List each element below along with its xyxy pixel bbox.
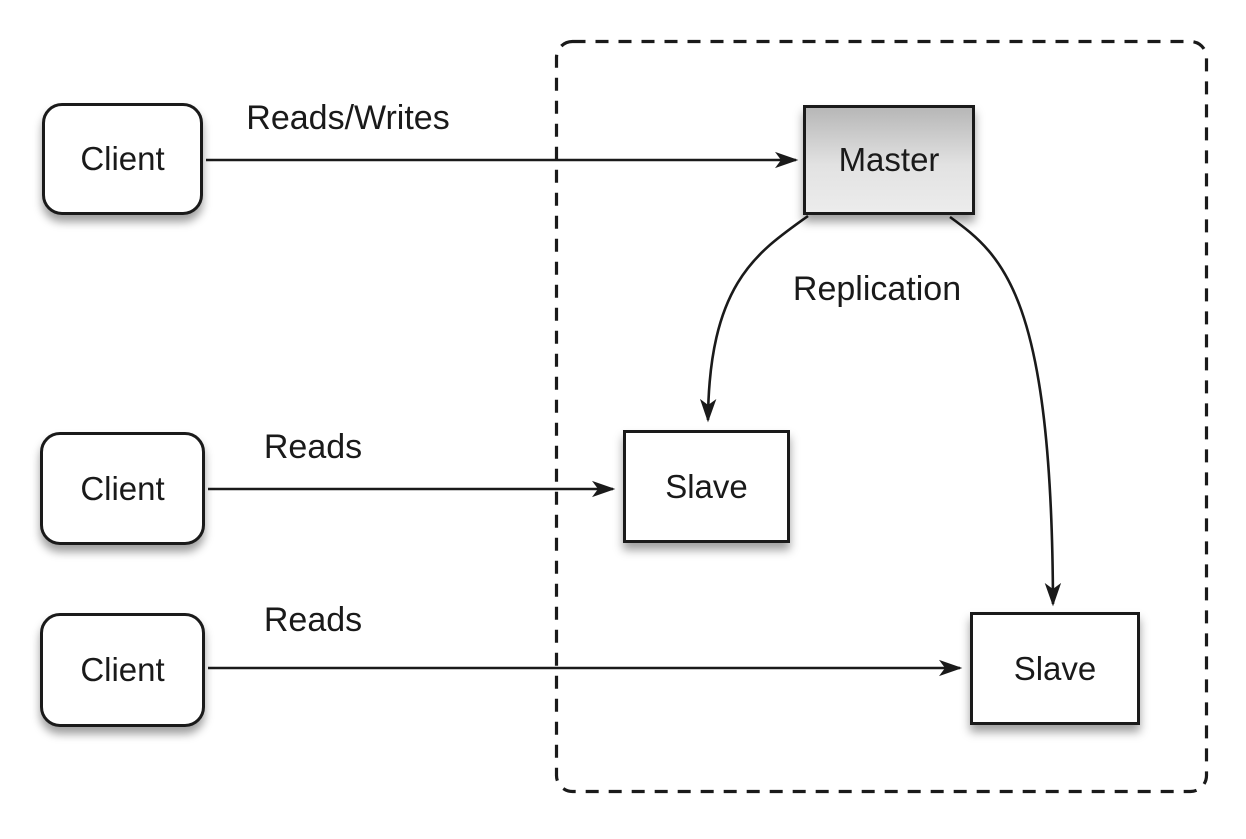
client-node-1-label: Client xyxy=(80,140,165,177)
client-node-2-label: Client xyxy=(80,469,165,507)
reads-label-bottom: Reads xyxy=(263,601,363,639)
replication-arrow-right xyxy=(949,215,1062,607)
slave-node-1-label: Slave xyxy=(665,467,748,505)
master-node: Master xyxy=(803,105,975,215)
client-node-2: Client xyxy=(40,432,205,545)
master-node-label: Master xyxy=(838,141,940,178)
replication-arrow-left xyxy=(699,214,809,423)
slave-node-2: Slave xyxy=(970,612,1140,725)
replication-label: Replication xyxy=(792,270,962,308)
reads-label-middle: Reads xyxy=(263,428,363,466)
slave-node-1: Slave xyxy=(623,430,790,543)
replication-group-boundary xyxy=(554,39,1209,794)
reads-writes-label: Reads/Writes xyxy=(246,99,450,137)
client-node-3: Client xyxy=(40,613,205,727)
client-node-3-label: Client xyxy=(80,651,165,688)
client-node-1: Client xyxy=(42,103,203,215)
slave-node-2-label: Slave xyxy=(1013,649,1097,687)
